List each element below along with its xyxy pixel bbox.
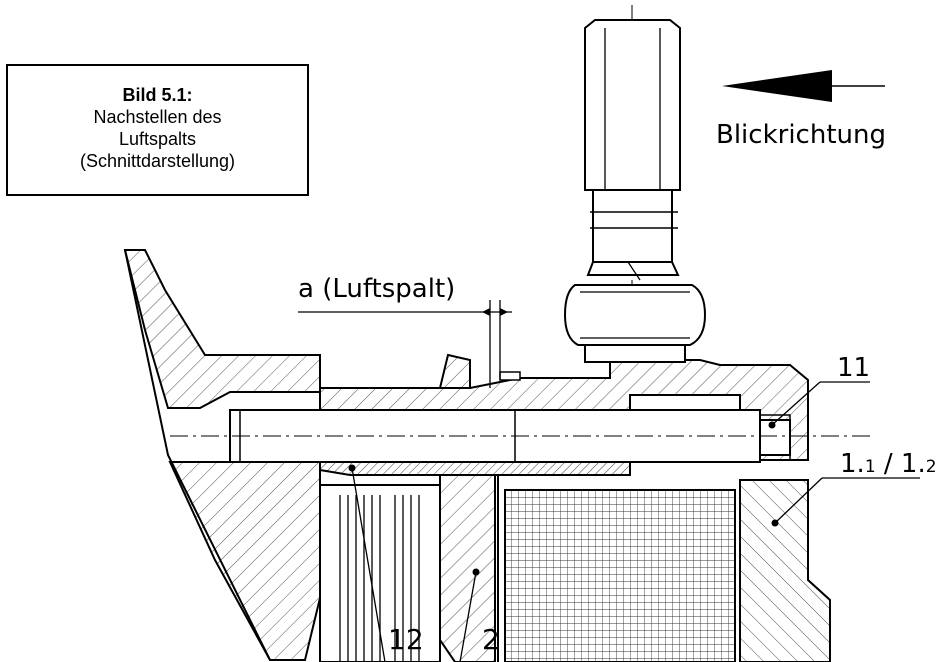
lamination-stack bbox=[497, 475, 736, 662]
caption-title: Bild 5.1: bbox=[122, 85, 193, 105]
part-label-12: 12 bbox=[388, 623, 424, 656]
caption-line: (Schnittdarstellung) bbox=[79, 151, 236, 171]
part-label-1-sep: / 1. bbox=[875, 449, 926, 479]
part-label-2: 2 bbox=[482, 623, 500, 656]
part-label-1-main: 1. bbox=[840, 449, 865, 479]
screw-shaft bbox=[170, 409, 870, 463]
figure-caption: Bild 5.1: Nachstellen des Luftspalts (Sc… bbox=[6, 64, 309, 196]
view-direction-arrow bbox=[722, 70, 885, 102]
armature-plates bbox=[319, 474, 496, 662]
leader-lines bbox=[351, 381, 920, 662]
wrench bbox=[563, 5, 707, 363]
air-gap-label: a (Luftspalt) bbox=[298, 274, 456, 304]
caption-line: Luftspalts bbox=[118, 129, 197, 149]
caption-line: Nachstellen des bbox=[93, 107, 222, 127]
bushing-lower bbox=[319, 461, 631, 476]
view-direction-label: Blickrichtung bbox=[716, 120, 886, 150]
part-label-1-sub: 1 bbox=[864, 457, 876, 477]
marker-dots bbox=[348, 421, 779, 576]
air-gap-dimension bbox=[298, 300, 512, 388]
part-label-2-sub: 2 bbox=[925, 457, 936, 477]
part-label-11: 11 bbox=[837, 353, 871, 383]
part-label-1: 1.1 / 1.2 bbox=[840, 451, 936, 477]
